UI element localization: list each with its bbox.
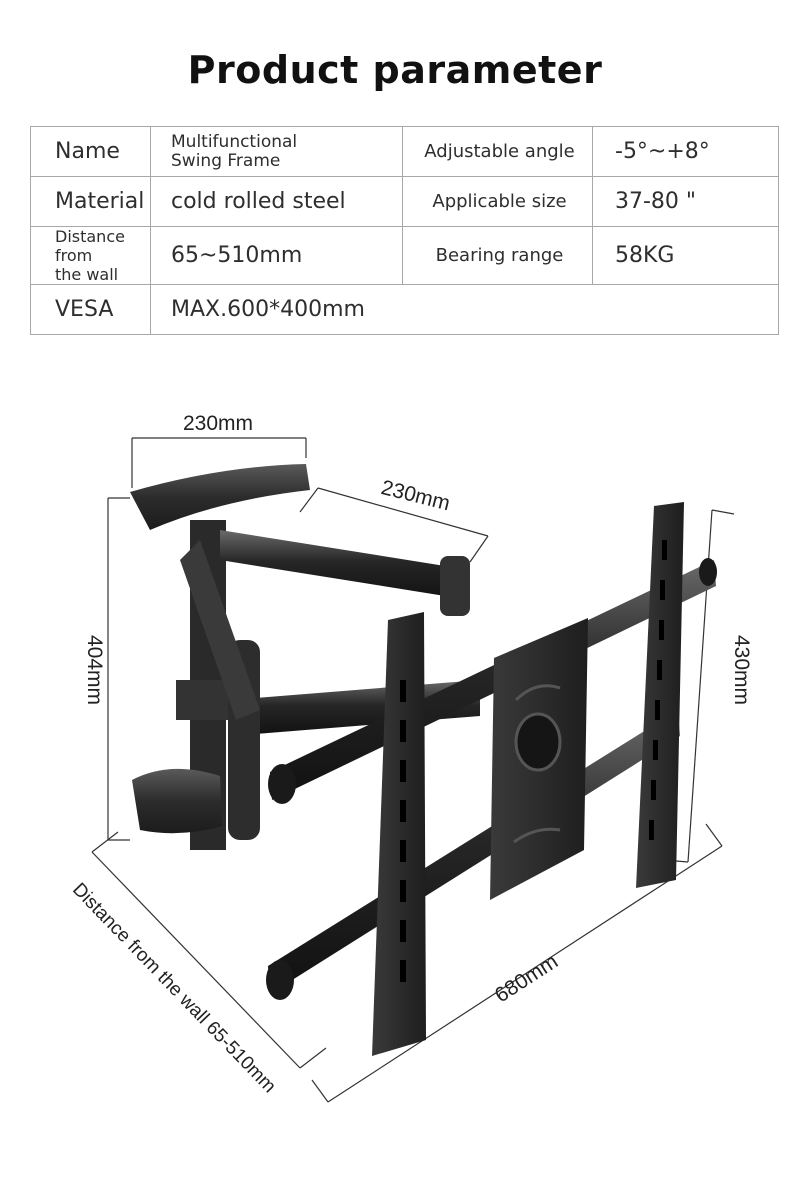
wall-plate-width-label: 230mm	[183, 412, 253, 435]
parameter-table: Name Multifunctional Swing Frame Adjusta…	[30, 126, 779, 335]
vertical-brackets	[372, 502, 684, 1056]
size-value: 37-80 "	[592, 176, 779, 227]
distance-from-wall-label: Distance from the wall 65-510mm	[68, 879, 280, 1097]
table-row: Distance from the wall 65~510mm Bearing …	[30, 226, 779, 285]
distance-label-line2: the wall	[55, 265, 119, 284]
table-row: VESA MAX.600*400mm	[30, 284, 779, 335]
vesa-label: VESA	[30, 284, 151, 335]
arm-length-label: 230mm	[379, 476, 453, 515]
angle-label: Adjustable angle	[402, 126, 593, 177]
distance-label-line1: Distance from	[55, 227, 125, 266]
distance-label: Distance from the wall	[30, 226, 151, 285]
page-title: Product parameter	[187, 48, 603, 92]
bracket-height-label: 430mm	[730, 635, 753, 705]
dimension-distance-from-wall	[91, 831, 327, 1069]
bearing-label: Bearing range	[402, 226, 593, 285]
bearing-value: 58KG	[592, 226, 779, 285]
material-value: cold rolled steel	[150, 176, 403, 227]
name-value: Multifunctional Swing Frame	[150, 126, 403, 177]
name-label: Name	[30, 126, 151, 177]
table-row: Name Multifunctional Swing Frame Adjusta…	[30, 126, 779, 177]
material-label: Material	[30, 176, 151, 227]
dimension-wall-plate-height	[107, 497, 130, 841]
product-diagram: 230mm 230mm 404mm 430mm 680mm Distance f…	[68, 412, 753, 1103]
dimension-wall-plate-width	[131, 437, 307, 488]
bracket-width-label: 680mm	[491, 950, 562, 1007]
angle-value: -5°~+8°	[592, 126, 779, 177]
size-label: Applicable size	[402, 176, 593, 227]
vesa-value: MAX.600*400mm	[150, 284, 779, 335]
name-value-line2: Swing Frame	[171, 150, 281, 171]
dimension-bracket-width	[311, 823, 723, 1103]
vesa-plate	[490, 618, 588, 900]
distance-value: 65~510mm	[150, 226, 403, 285]
dimension-arm-length	[299, 487, 489, 563]
name-value-line1: Multifunctional	[171, 131, 298, 152]
wall-plate-height-label: 404mm	[83, 635, 106, 705]
table-row: Material cold rolled steel Applicable si…	[30, 176, 779, 227]
